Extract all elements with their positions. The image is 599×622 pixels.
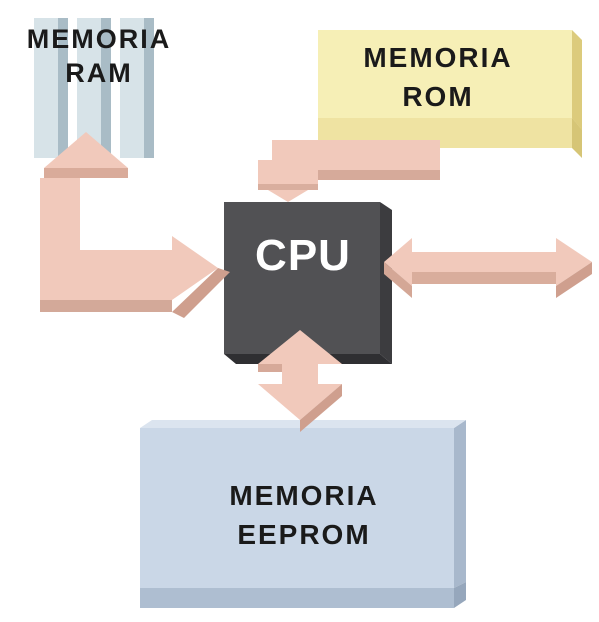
ram-bar xyxy=(120,18,154,158)
eeprom-label-line1: MEMORIA xyxy=(229,480,379,511)
arrow-ram-cpu xyxy=(40,132,230,318)
rom-label-line1: MEMORIA xyxy=(363,42,513,73)
ram-bar xyxy=(34,18,68,158)
arrow-cpu-external xyxy=(384,238,592,298)
eeprom-label: MEMORIA EEPROM xyxy=(176,482,432,549)
rom-label: MEMORIA ROM xyxy=(330,44,546,111)
rom-label-line2: ROM xyxy=(402,81,474,112)
rom-block xyxy=(318,30,582,158)
eeprom-label-line2: EEPROM xyxy=(237,519,371,550)
cpu-label-text: CPU xyxy=(255,231,351,280)
eeprom-block xyxy=(140,420,466,608)
arrow-cpu-eeprom xyxy=(258,330,342,432)
ram-label-line2: RAM xyxy=(65,58,133,88)
cpu-label: CPU xyxy=(218,234,388,278)
arrow-rom-cpu xyxy=(258,140,440,202)
ram-label: MEMORIA RAM xyxy=(6,26,192,87)
ram-label-line1: MEMORIA xyxy=(26,24,172,54)
